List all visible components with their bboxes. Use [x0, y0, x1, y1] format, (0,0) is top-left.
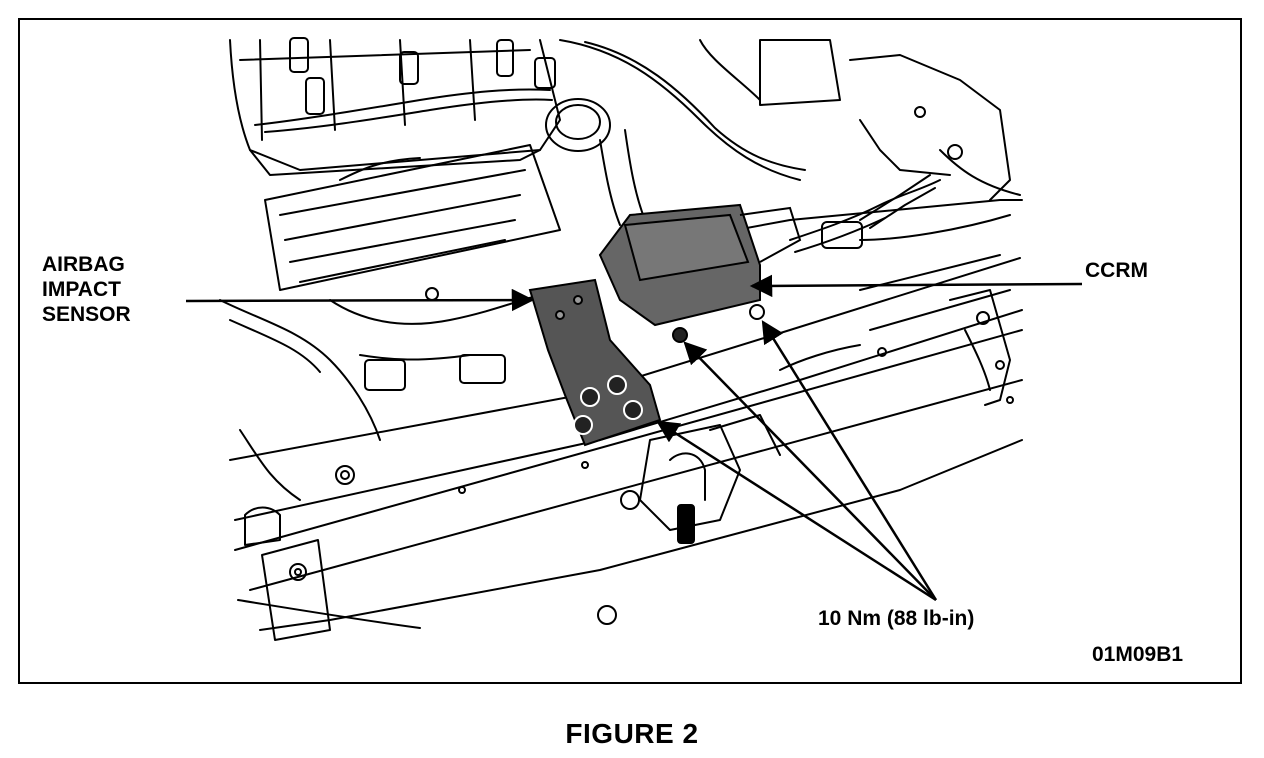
figure-code: 01M09B1 [1092, 643, 1184, 666]
ccrm-module [598, 203, 802, 343]
radiator-cap [545, 98, 611, 152]
torque-arrow-ccrm-bolt [761, 320, 938, 601]
engine-cylinder-head [229, 39, 561, 176]
ccrm-arrow [749, 274, 1083, 298]
airbag-impact-sensor-label: AIRBAG IMPACT SENSOR [42, 252, 192, 327]
airbag-sensor-arrow [185, 288, 535, 312]
hood-latch [620, 414, 781, 544]
hood-latch-bracket-left [244, 506, 331, 641]
airbag-label-line-1: AIRBAG [42, 253, 125, 276]
figure-frame [18, 18, 1242, 684]
torque-arrow-ccrm-nut [683, 341, 937, 601]
right-bracket [949, 289, 1011, 406]
leader-lines [185, 274, 1083, 602]
airbag-label-line-2: IMPACT [42, 278, 121, 301]
radiator-hose [559, 39, 806, 226]
airbag-impact-sensor [528, 278, 662, 447]
torque-arrow-sensor [656, 420, 937, 602]
valve-cover [264, 144, 561, 291]
ccrm-label: CCRM [1085, 259, 1148, 282]
wiring-harness [219, 287, 541, 501]
figure-caption: FIGURE 2 [565, 718, 699, 749]
torque-spec-label: 10 Nm (88 lb-in) [818, 607, 975, 630]
airbag-label-line-3: SENSOR [42, 303, 131, 326]
spark-plug-tubes [289, 37, 556, 115]
upper-right-components [759, 39, 1021, 201]
mounting-holes [335, 347, 1014, 625]
ccrm-connector-harness [789, 174, 1011, 253]
